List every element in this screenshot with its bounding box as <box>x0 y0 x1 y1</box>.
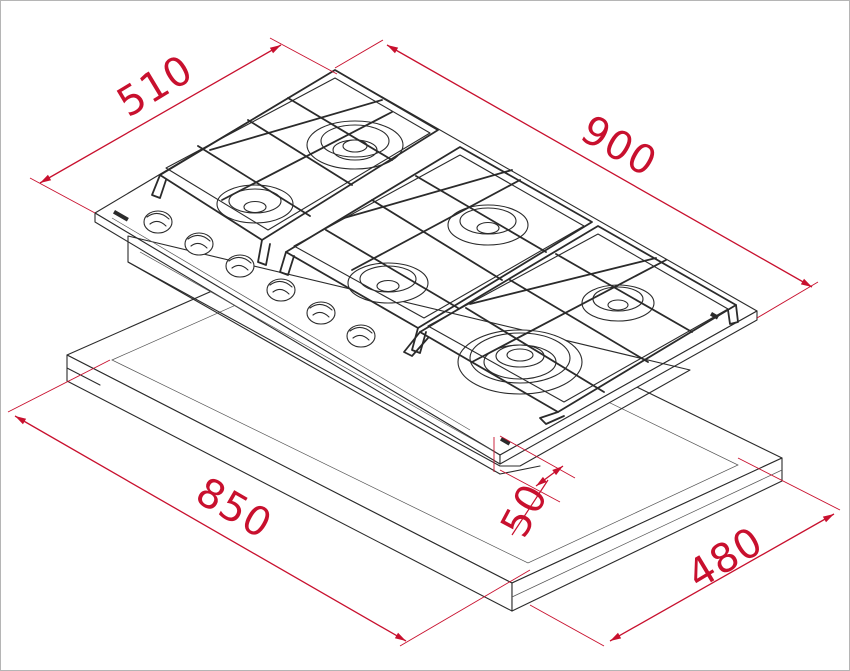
dimension-510-arrow-start <box>40 174 52 183</box>
dimension-850-arrow-end <box>394 632 406 641</box>
dimension-850-line <box>14 415 407 642</box>
burner-front-left <box>216 184 294 224</box>
knob-6 <box>346 324 376 348</box>
grate-right <box>403 225 739 425</box>
knob-1 <box>143 210 173 234</box>
dimension-900-extension-right <box>756 281 819 319</box>
dimension-900-line <box>386 44 813 288</box>
burner-back-middle <box>447 204 529 246</box>
dimension-50-extension-top <box>499 435 576 479</box>
dimension-480-line <box>609 513 835 642</box>
dimension-label-480: 480 <box>679 518 771 598</box>
dimension-850-arrow-start <box>15 416 27 425</box>
burner-back-left <box>306 120 404 170</box>
hob-body <box>94 69 758 475</box>
dimension-510-arrow-end <box>269 45 281 54</box>
dimension-480-extension-back <box>737 457 841 511</box>
dimension-510-extension-back <box>269 37 338 75</box>
knob-5 <box>306 301 336 325</box>
dimension-annotations <box>7 37 841 647</box>
dimension-900-extension-left <box>334 39 384 69</box>
dimension-900-arrow-end <box>800 278 812 287</box>
dimension-50-arrow-end <box>552 466 563 476</box>
knob-4 <box>266 278 296 302</box>
dimension-50-leader <box>511 479 549 536</box>
dimension-480-arrow-end <box>822 514 834 523</box>
dimension-480-arrow-start <box>610 632 622 641</box>
burner-wok <box>457 329 583 395</box>
burners <box>216 120 655 395</box>
control-knobs <box>143 210 376 348</box>
knob-3 <box>225 254 255 278</box>
grate-left <box>151 69 439 266</box>
dimension-850-extension-left <box>7 359 111 413</box>
dimension-label-900: 900 <box>573 107 665 187</box>
dimension-850-extension-right <box>399 569 531 647</box>
grates <box>151 69 739 425</box>
dimension-50-extension-bottom <box>499 469 561 503</box>
dimension-label-510: 510 <box>109 46 201 126</box>
knob-2 <box>184 232 214 256</box>
dimension-480-extension-front <box>529 604 605 647</box>
dimension-50-arrow-start <box>536 476 547 486</box>
dimension-510-line <box>39 44 282 184</box>
burner-front-middle <box>347 262 429 304</box>
dimension-510-extension-front <box>29 177 96 214</box>
dimension-900-arrow-start <box>387 45 399 54</box>
